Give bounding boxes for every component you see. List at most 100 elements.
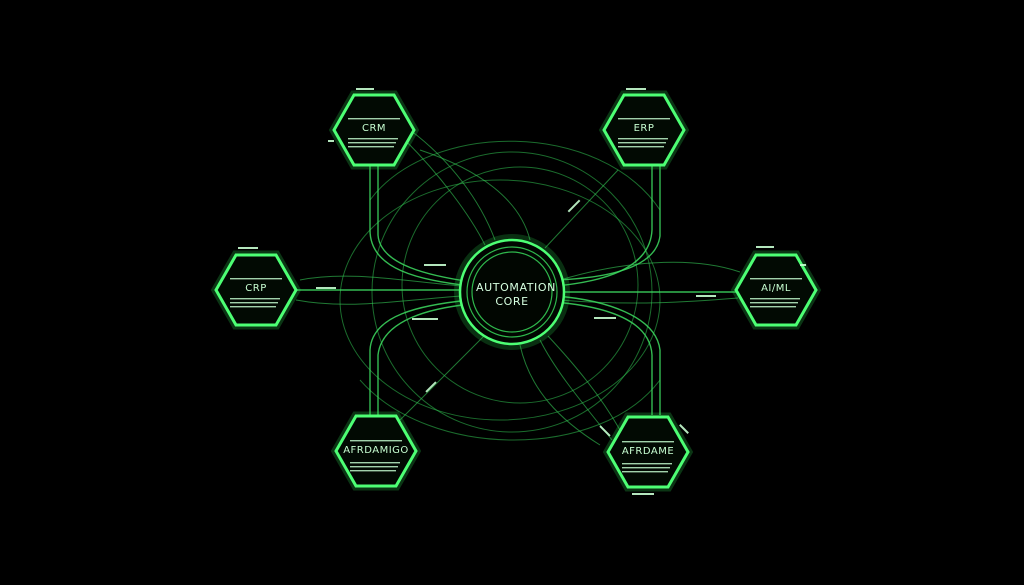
wire-bottom-left-a xyxy=(369,299,471,415)
node-erp: ERP xyxy=(598,88,690,170)
wire-tag-upper-left xyxy=(424,264,446,266)
node-crp-hexagon xyxy=(214,253,298,327)
node-crm-text-lines xyxy=(348,118,400,148)
node-crm-hexagon xyxy=(332,93,416,167)
wire-tag-bottom-right xyxy=(599,425,611,437)
wire-bottom-right-a xyxy=(554,301,653,415)
wire-bottom-right-e xyxy=(519,344,601,446)
wire-top-left-e xyxy=(419,149,531,241)
text-line xyxy=(348,146,394,148)
text-line xyxy=(348,142,396,144)
core-title-line1: AUTOMATION xyxy=(476,281,556,294)
node-afrdamigo-label: AFRDAMIGO xyxy=(343,445,409,456)
core-ring-innermost xyxy=(471,251,553,333)
text-line xyxy=(750,278,802,280)
node-afrdame-side-tag xyxy=(679,424,689,434)
wire-tag-lower-left xyxy=(412,318,438,320)
wire-tag-lower-right xyxy=(594,317,616,319)
text-line xyxy=(618,146,664,148)
node-ai-ml-label: AI/ML xyxy=(761,283,791,294)
text-line xyxy=(622,463,672,465)
wire-right-c xyxy=(559,297,739,304)
wire-bottom-right-d xyxy=(547,335,621,431)
node-erp-label: ERP xyxy=(634,123,655,134)
node-erp-hexagon xyxy=(602,93,686,167)
core-ring-outer xyxy=(458,238,566,346)
wire-left-c xyxy=(299,275,463,287)
node-ai-ml-hexagon xyxy=(734,253,818,327)
text-line xyxy=(750,302,798,304)
text-line xyxy=(618,138,668,140)
orbit-arc-bottom xyxy=(359,379,661,441)
orbit-ring-ellipse xyxy=(339,179,661,421)
text-line xyxy=(350,466,398,468)
node-erp-text-lines xyxy=(618,118,670,148)
wire-tag-upper-right xyxy=(567,199,581,213)
wire-bottom-right-c xyxy=(539,339,613,441)
wire-top-left-a xyxy=(369,165,471,287)
node-afrdame-hexagon xyxy=(606,415,690,489)
orbit-arc-top xyxy=(369,140,661,211)
node-crm: CRM xyxy=(328,88,420,170)
node-erp-tag xyxy=(626,88,646,90)
wire-bottom-left-b xyxy=(377,303,473,415)
wire-top-right-b xyxy=(555,165,661,281)
text-line xyxy=(622,441,674,443)
node-crp-tag xyxy=(238,247,258,249)
wire-bottom-left-c xyxy=(399,334,486,421)
node-afrdamigo-text-lines xyxy=(350,440,402,472)
wire-tags xyxy=(412,199,616,437)
node-afrdamigo: AFRDAMIGO xyxy=(330,381,437,491)
text-line xyxy=(622,471,668,473)
wire-bottom-right-b xyxy=(555,295,661,415)
wire-top-left-c xyxy=(409,129,496,241)
node-afrdamigo-hexagon xyxy=(334,414,418,488)
node-crp-wire-tag xyxy=(316,287,336,289)
node-afrdame-text-lines xyxy=(622,441,674,473)
text-line xyxy=(622,467,670,469)
node-ai-ml: AI/ML xyxy=(696,246,822,330)
node-afrdame-label: AFRDAME xyxy=(622,446,674,457)
text-line xyxy=(350,440,402,442)
text-line xyxy=(230,302,278,304)
orbit-ring-mid xyxy=(401,166,639,404)
text-line xyxy=(348,118,400,120)
node-crm-tag xyxy=(356,88,374,90)
node-ai-ml-text-lines xyxy=(750,278,802,308)
core-ring-inner xyxy=(466,246,558,338)
text-line xyxy=(348,138,398,140)
node-afrdamigo-wire-tag xyxy=(425,381,437,393)
orbit-rings xyxy=(339,140,661,441)
node-crm-label: CRM xyxy=(362,123,386,134)
wire-top-right-c xyxy=(544,169,619,249)
text-line xyxy=(750,298,800,300)
node-crp-label: CRP xyxy=(245,283,266,294)
text-line xyxy=(618,118,670,120)
text-line xyxy=(350,462,400,464)
node-crm-side-tag xyxy=(328,140,334,142)
wire-top-left-b xyxy=(377,165,473,283)
text-line xyxy=(230,298,280,300)
text-line xyxy=(750,306,796,308)
core-fill xyxy=(460,240,564,344)
core-title-line2: CORE xyxy=(495,295,528,308)
node-afrdame-tag xyxy=(632,493,654,495)
node-ai-ml-tag xyxy=(756,246,774,248)
node-crp-text-lines xyxy=(230,278,282,308)
wire-right-b xyxy=(559,261,741,281)
wire-top-left-d xyxy=(404,139,486,246)
text-line xyxy=(618,142,666,144)
node-crp: CRP xyxy=(210,247,336,330)
node-ai-ml-wire-tag xyxy=(696,295,716,297)
text-line xyxy=(230,306,276,308)
node-ai-ml-side-tag xyxy=(800,264,806,266)
text-line xyxy=(230,278,282,280)
connection-wires xyxy=(295,129,741,446)
wire-top-right-a xyxy=(554,165,653,287)
text-line xyxy=(350,470,396,472)
wire-left-b xyxy=(295,295,463,305)
node-afrdame: AFRDAME xyxy=(602,412,694,495)
automation-core: AUTOMATION CORE xyxy=(454,234,570,350)
